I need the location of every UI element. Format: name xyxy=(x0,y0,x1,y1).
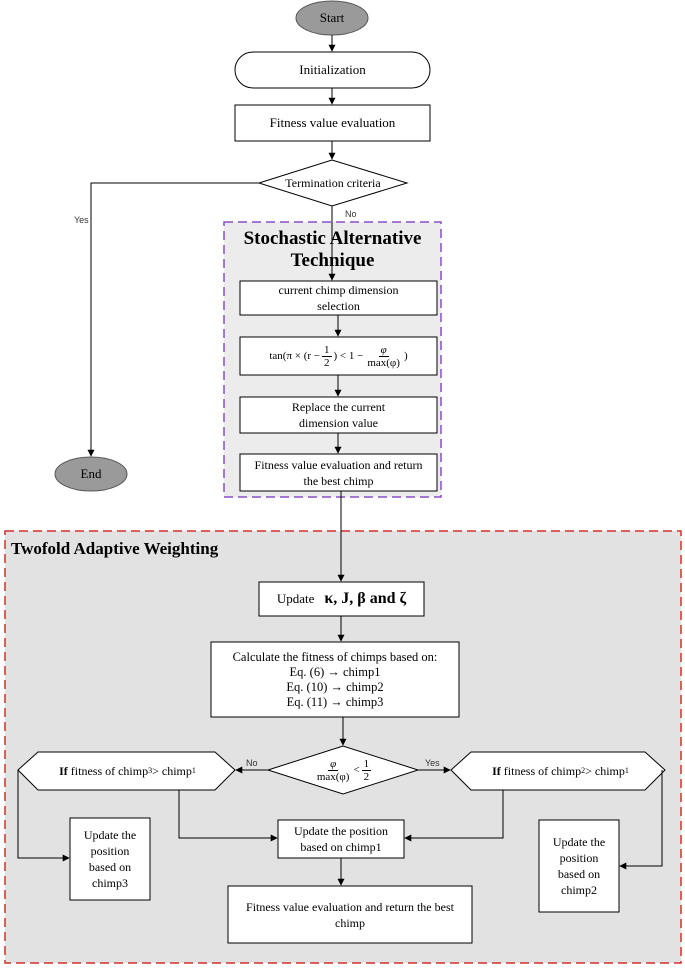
edge-ifleft-chimp1 xyxy=(178,790,278,842)
calc-title: Calculate the fitness of chimps based on… xyxy=(232,649,438,664)
calc-line-2: Eq. (10) → chimp2 xyxy=(286,679,384,694)
cond-phi-fraction: φ max(φ) xyxy=(367,343,400,369)
update-chimp1-shape xyxy=(277,819,405,859)
decision-label: φ max(φ) < 1 2 xyxy=(316,757,372,783)
calc-line-1: Eq. (6) → chimp1 xyxy=(289,664,381,679)
decision-half-fraction: 1 2 xyxy=(361,757,372,783)
termination-diamond xyxy=(257,159,409,207)
fitness-eval-shape xyxy=(234,104,431,142)
end-label: End xyxy=(80,466,102,481)
condition-eq-label: tan(π × (r − 1 2 ) < 1 − φ max(φ) ) xyxy=(269,343,408,369)
final-fitness-shape xyxy=(227,885,473,944)
edge-label-yes-end: Yes xyxy=(74,215,89,225)
cond-lhs: tan(π × (r − xyxy=(269,350,320,362)
twofold-title: Twofold Adaptive Weighting xyxy=(11,539,219,558)
edge-label-no-left: No xyxy=(246,758,258,768)
update-chimp2-label: Update the position based on chimp2 xyxy=(552,835,606,897)
decision-phi-fraction: φ max(φ) xyxy=(316,757,350,783)
update-chimp2-shape xyxy=(538,819,620,913)
fitness-best-shape xyxy=(239,453,438,492)
stochastic-title: Stochastic Alternative Technique xyxy=(243,228,422,271)
dim-select-label: current chimp dimension selection xyxy=(278,283,399,313)
fitness-best-label: Fitness value evaluation and return the … xyxy=(254,457,423,488)
edge-ifright-chimp1 xyxy=(404,790,504,842)
termination-label: Termination criteria xyxy=(285,176,381,190)
if-right-hexagon xyxy=(450,751,666,791)
initialization-label: Initialization xyxy=(299,62,366,77)
update-vars-prefix: Update xyxy=(276,591,315,606)
cond-half-fraction: 1 2 xyxy=(322,343,332,369)
final-fitness-label: Fitness value evaluation and return the … xyxy=(246,899,454,930)
cond-mid: ) < 1 − xyxy=(333,350,364,362)
condition-eq-shape xyxy=(239,336,438,376)
edge-label-no-down: No xyxy=(345,209,357,219)
if-left-hexagon xyxy=(17,751,236,791)
edge-label-yes-right: Yes xyxy=(425,758,440,768)
calc-shape xyxy=(210,641,460,718)
end-terminal xyxy=(54,456,128,492)
fitness-eval-label: Fitness value evaluation xyxy=(269,115,396,130)
start-label: Start xyxy=(319,10,345,25)
calc-line-3: Eq. (11) → chimp3 xyxy=(286,694,384,709)
edge-ifright-chimp2 xyxy=(619,770,663,870)
update-vars-symbols: κ, J, β and ζ xyxy=(324,590,407,607)
edge-term-end xyxy=(87,182,259,457)
update-vars-label: Update κ, J, β and ζ xyxy=(259,582,424,616)
edge-ifleft-chimp3 xyxy=(17,770,70,862)
update-chimp1-label: Update the position based on chimp1 xyxy=(294,824,388,854)
update-vars-shape xyxy=(258,581,425,617)
update-chimp3-label: Update the position based on chimp3 xyxy=(83,828,137,890)
dim-select-shape xyxy=(239,280,438,316)
replace-label: Replace the current dimension value xyxy=(291,400,386,430)
calc-label: Calculate the fitness of chimps based on… xyxy=(211,642,459,717)
update-chimp3-shape xyxy=(69,817,151,901)
